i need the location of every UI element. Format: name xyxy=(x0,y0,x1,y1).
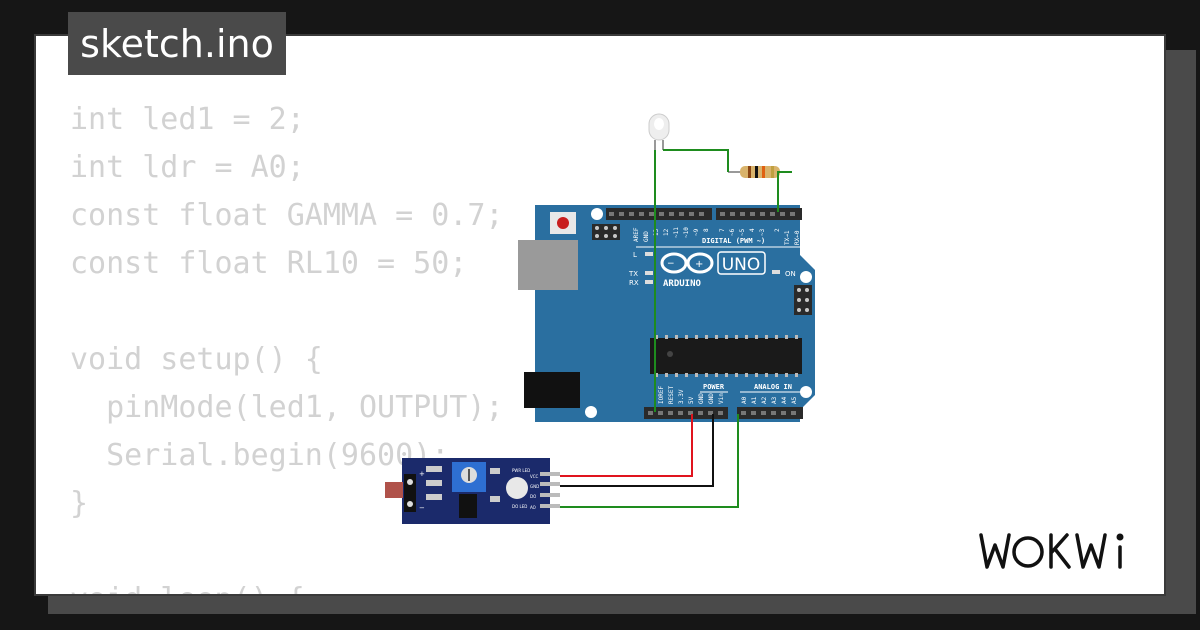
polarity-minus: − xyxy=(419,504,425,512)
digital-pin-label: 2 xyxy=(774,228,781,232)
analog-pin-label: A3 xyxy=(771,396,778,404)
code-line: Serial.begin(9600); xyxy=(70,438,450,473)
digital-header-right xyxy=(716,208,802,220)
digital-pin-label: ~10 xyxy=(683,227,690,238)
code-line: void loop() { xyxy=(70,576,503,594)
code-line: pinMode(led1, OUTPUT); xyxy=(70,390,504,425)
analog-pin-label: A2 xyxy=(761,396,768,404)
digital-pin-label: AREF xyxy=(633,227,640,242)
wire-black xyxy=(560,414,714,487)
analog-label: ANALOG IN xyxy=(754,383,792,391)
digital-pin-label: 7 xyxy=(719,228,726,232)
sensor-pin-label: AO xyxy=(530,505,536,510)
board-brand: ARDUINO xyxy=(663,279,702,289)
digital-pin-label: 13 xyxy=(653,228,660,236)
analog-header xyxy=(737,407,803,419)
usb-port xyxy=(518,240,578,290)
ldr-sensor-module: + − PWR LED DO LED VCC GND DO AO xyxy=(385,458,560,524)
digital-pin-label: ~3 xyxy=(759,228,766,236)
power-jack xyxy=(524,372,580,408)
code-line: int led1 = 2; xyxy=(70,102,305,137)
wires xyxy=(560,149,792,508)
arduino-infinity-icon xyxy=(660,252,714,274)
indicator-led xyxy=(506,477,528,499)
digital-pin-label: 8 xyxy=(703,228,710,232)
code-line: ​ xyxy=(70,528,503,576)
svg-text:+: + xyxy=(695,259,703,270)
photoresistor-icon xyxy=(385,482,403,498)
digital-pin-label: TX→1 xyxy=(784,230,791,245)
digital-pin-label: ~5 xyxy=(739,228,746,236)
code-preview: int led1 = 2; int ldr = A0; const float GA… xyxy=(70,96,504,594)
atmega-chip xyxy=(650,338,802,374)
wokwi-logo xyxy=(979,533,1124,569)
digital-pin-label: ~6 xyxy=(729,228,736,236)
board-model: UNO xyxy=(722,255,761,275)
tx-led-label: TX xyxy=(628,270,638,278)
wire-green xyxy=(777,171,792,212)
analog-pin-label: A1 xyxy=(751,396,758,404)
led-component xyxy=(648,113,670,152)
svg-text:−: − xyxy=(667,259,675,269)
digital-pin-label: 12 xyxy=(663,228,670,236)
sensor-pin-label: DO xyxy=(530,494,536,499)
power-pin-label: 5V xyxy=(688,396,695,404)
comparator-chip xyxy=(459,494,477,518)
power-pin-label: GND xyxy=(708,393,715,404)
arduino-uno-board: AREF GND 13 12 ~11 ~10 ~9 8 7 ~6 ~5 4 ~3… xyxy=(518,205,815,422)
analog-pin-label: A0 xyxy=(741,396,748,404)
power-pin-label: IOREF xyxy=(658,386,665,404)
digital-pin-label: ~11 xyxy=(673,227,680,238)
code-line: void setup() { xyxy=(70,342,323,377)
rx-led-label: RX xyxy=(629,279,639,287)
wire-green xyxy=(560,414,739,508)
file-tab-title: sketch.ino xyxy=(80,21,274,66)
sensor-pin-label: GND xyxy=(530,484,539,489)
on-led-label: ON xyxy=(785,270,796,278)
sensor-pin-label: VCC xyxy=(530,474,539,479)
code-line: } xyxy=(70,486,89,521)
power-label: POWER xyxy=(703,383,725,391)
analog-pin-label: A5 xyxy=(791,396,798,404)
wire-green xyxy=(663,149,729,172)
digital-pin-label: ~9 xyxy=(693,228,700,236)
l-led-label: L xyxy=(633,251,637,259)
digital-header-label: DIGITAL (PWM ~) xyxy=(702,237,765,245)
circuit-diagram: AREF GND 13 12 ~11 ~10 ~9 8 7 ~6 ~5 4 ~3… xyxy=(385,113,815,524)
power-header xyxy=(644,407,728,419)
analog-pin-label: A4 xyxy=(781,396,788,404)
file-tab: sketch.ino xyxy=(68,12,286,75)
power-pin-label: Vin xyxy=(718,393,725,404)
power-pin-label: GND xyxy=(698,393,705,404)
code-line: const float GAMMA = 0.7; xyxy=(70,198,504,233)
digital-pin-label: GND xyxy=(643,231,650,242)
wire-red xyxy=(560,414,693,477)
code-line: const float RL10 = 50; xyxy=(70,246,468,281)
pwr-led-label: PWR LED xyxy=(512,468,530,473)
digital-pin-label: RX←0 xyxy=(794,230,801,245)
code-line: int ldr = A0; xyxy=(70,150,305,185)
digital-pin-label: 4 xyxy=(749,228,756,232)
power-pin-label: RESET xyxy=(668,386,675,404)
polarity-plus: + xyxy=(419,470,425,478)
power-pin-label: 3.3V xyxy=(678,389,685,404)
do-led-label: DO LED xyxy=(512,504,527,509)
